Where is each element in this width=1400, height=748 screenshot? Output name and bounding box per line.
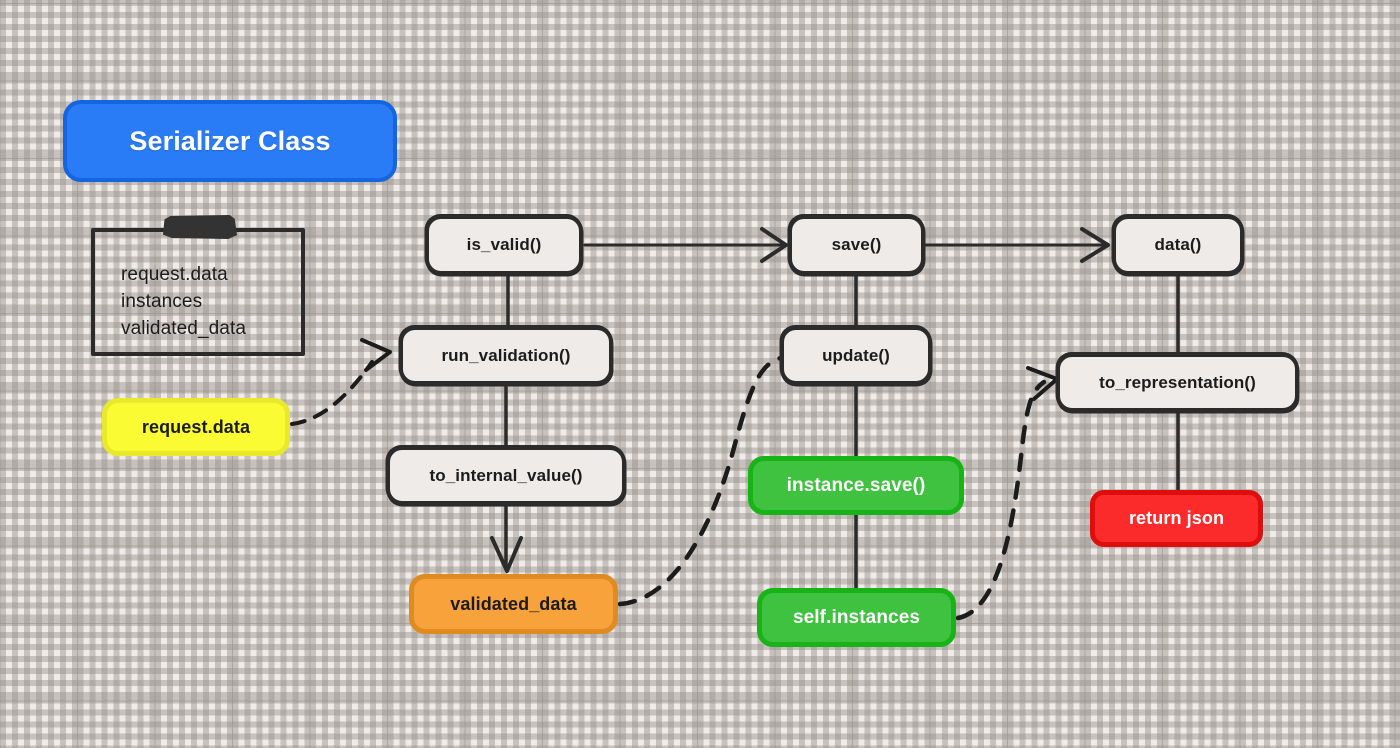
attribute-validated-data: validated_data xyxy=(121,317,247,339)
node-to-representation[interactable]: to_representation() xyxy=(1056,353,1299,412)
node-self-instances[interactable]: self.instances xyxy=(757,588,956,647)
node-instance-save[interactable]: instance.save() xyxy=(748,456,964,515)
attribute-instances: instances xyxy=(121,290,203,312)
edge-to-internal-value-to-validated-data xyxy=(490,503,523,573)
node-data[interactable]: data() xyxy=(1112,215,1244,275)
node-validated-data[interactable]: validated_data xyxy=(409,574,618,634)
serializer-attributes-box: request.data instances validated_data xyxy=(91,228,305,356)
node-update[interactable]: update() xyxy=(780,326,932,385)
node-is-valid[interactable]: is_valid() xyxy=(425,215,583,275)
node-save[interactable]: save() xyxy=(788,215,925,275)
edge-save-to-data xyxy=(923,227,1110,263)
attribute-request-data: request.data xyxy=(121,264,228,285)
edge-self-instances-to-to-representation xyxy=(955,366,1059,621)
edge-request-data-to-run-validation xyxy=(290,338,392,426)
serializer-attributes-list: request.data instances validated_data xyxy=(121,262,246,343)
title-node-serializer-class: Serializer Class xyxy=(63,100,397,182)
node-request-data[interactable]: request.data xyxy=(102,398,290,456)
node-run-validation[interactable]: run_validation() xyxy=(399,326,613,385)
node-to-internal-value[interactable]: to_internal_value() xyxy=(386,446,626,505)
node-return-json[interactable]: return json xyxy=(1090,490,1263,547)
